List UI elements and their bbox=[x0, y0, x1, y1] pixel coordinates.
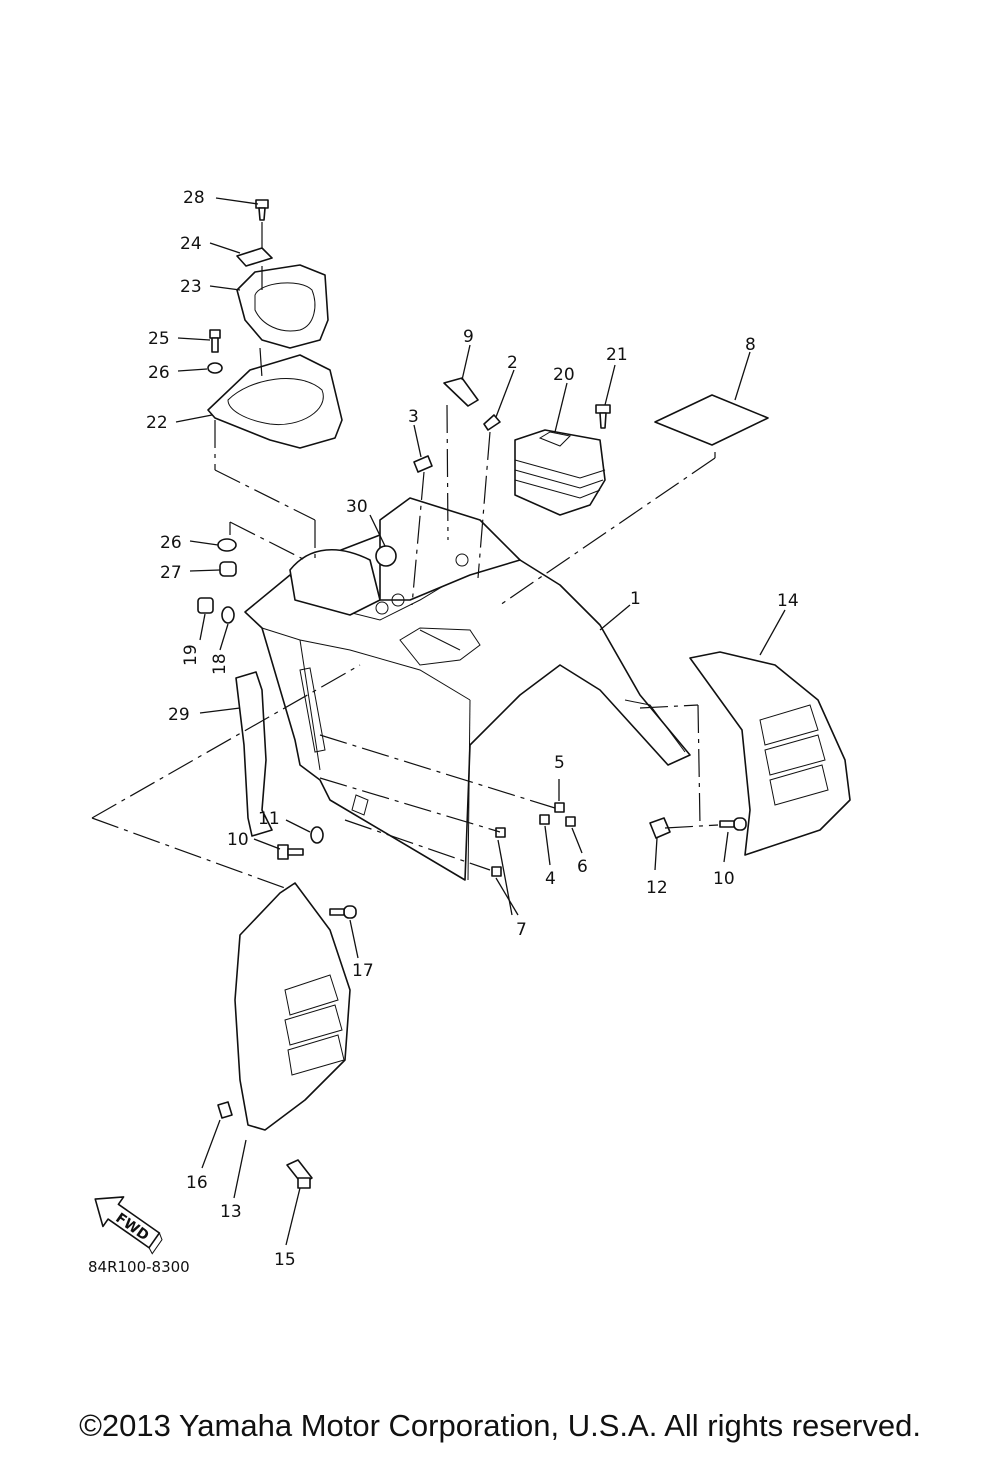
side-cover-14 bbox=[689, 651, 851, 856]
label-9: 9 bbox=[463, 327, 474, 347]
fwd-arrow: FWD bbox=[94, 1196, 163, 1255]
label-16: 16 bbox=[186, 1173, 208, 1193]
side-cover-13 bbox=[234, 882, 351, 1131]
clip-5 bbox=[554, 802, 565, 813]
label-24: 24 bbox=[180, 234, 202, 254]
copyright-notice: ©2013 Yamaha Motor Corporation, U.S.A. A… bbox=[79, 1408, 921, 1443]
screw-28 bbox=[255, 199, 269, 221]
sheet-8 bbox=[654, 394, 769, 446]
pad-3 bbox=[413, 455, 433, 473]
label-1: 1 bbox=[630, 589, 641, 609]
label-25: 25 bbox=[148, 329, 170, 349]
label-29: 29 bbox=[168, 705, 190, 725]
label-19: 19 bbox=[181, 644, 201, 666]
label-30: 30 bbox=[346, 497, 368, 517]
label-4: 4 bbox=[545, 869, 556, 889]
label-2: 2 bbox=[507, 353, 518, 373]
label-27: 27 bbox=[160, 563, 182, 583]
bracket-29 bbox=[235, 671, 273, 837]
nut-19 bbox=[197, 597, 214, 614]
bolt-17 bbox=[329, 905, 357, 919]
washer-26-top bbox=[207, 362, 223, 374]
label-17: 17 bbox=[352, 961, 374, 981]
pad-9 bbox=[443, 377, 479, 407]
pad-2 bbox=[483, 414, 501, 431]
bolt-25 bbox=[209, 329, 221, 353]
bolt-10-right bbox=[719, 817, 747, 831]
clip-6 bbox=[565, 816, 576, 827]
label-14: 14 bbox=[777, 591, 799, 611]
box-20 bbox=[514, 429, 606, 516]
label-11: 11 bbox=[258, 809, 280, 829]
label-22: 22 bbox=[146, 413, 168, 433]
clip-4 bbox=[539, 814, 550, 825]
grommet-30 bbox=[375, 545, 397, 567]
label-8: 8 bbox=[745, 335, 756, 355]
label-21: 21 bbox=[606, 345, 628, 365]
clip-nut-12 bbox=[649, 817, 671, 839]
bolt-15 bbox=[286, 1159, 313, 1189]
label-18: 18 bbox=[210, 653, 230, 675]
holder-lower bbox=[207, 354, 343, 449]
label-26-mid: 26 bbox=[160, 533, 182, 553]
washer-26-mid bbox=[217, 538, 237, 552]
label-10-left: 10 bbox=[227, 830, 249, 850]
label-15: 15 bbox=[274, 1250, 296, 1270]
screw-21 bbox=[595, 404, 611, 429]
label-26-top: 26 bbox=[148, 363, 170, 383]
label-3: 3 bbox=[408, 407, 419, 427]
part-labels: 1 2 3 4 5 6 7 8 9 10 10 11 12 13 14 15 1… bbox=[146, 188, 799, 1270]
leader-lines bbox=[91, 197, 786, 1246]
label-6: 6 bbox=[577, 857, 588, 877]
washer-11 bbox=[310, 826, 324, 844]
label-23: 23 bbox=[180, 277, 202, 297]
bolt-10-left bbox=[277, 844, 304, 860]
plate-24 bbox=[236, 247, 273, 267]
label-7: 7 bbox=[516, 920, 527, 940]
diagram-code: 84R100-8300 bbox=[88, 1258, 190, 1276]
collar-27 bbox=[219, 561, 237, 577]
label-13: 13 bbox=[220, 1202, 242, 1222]
holder-upper bbox=[236, 264, 329, 349]
nut-16 bbox=[217, 1101, 233, 1119]
clip-7a bbox=[495, 827, 506, 838]
label-20: 20 bbox=[553, 365, 575, 385]
label-10-right: 10 bbox=[713, 869, 735, 889]
washer-18 bbox=[221, 606, 235, 624]
label-28: 28 bbox=[183, 188, 205, 208]
label-12: 12 bbox=[646, 878, 668, 898]
clip-7b bbox=[491, 866, 502, 877]
label-5: 5 bbox=[554, 753, 565, 773]
